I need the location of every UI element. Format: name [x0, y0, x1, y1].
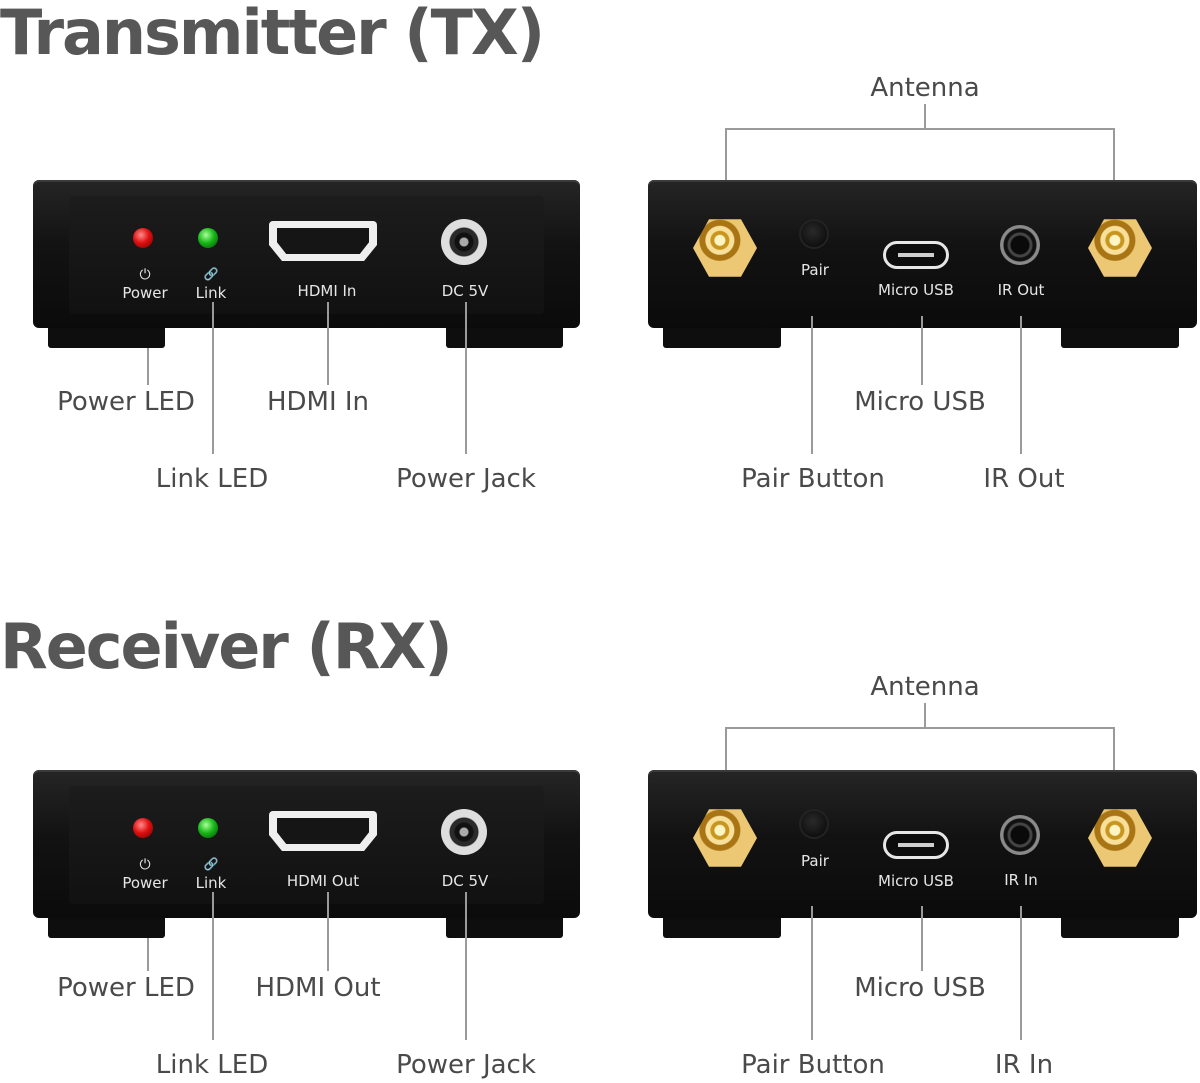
receiver-title: Receiver (RX)	[0, 610, 453, 683]
tx-power-led	[133, 228, 153, 248]
tx-back-foot-left	[663, 328, 781, 348]
rx-dc-jack	[441, 809, 487, 855]
rx-micro-usb-port	[883, 831, 949, 859]
rx-link-led-leader	[212, 892, 214, 1040]
rx-power-led-leader	[147, 938, 149, 971]
rx-power-icon: ⏻	[139, 857, 151, 873]
rx-ir-label: IR In	[1004, 871, 1038, 889]
rx-ir-callout: IR In	[994, 1050, 1054, 1080]
tx-link-led	[198, 228, 218, 248]
rx-antenna-left	[693, 809, 757, 867]
rx-power-jack-callout: Power Jack	[396, 1050, 536, 1080]
rx-ir-leader	[1020, 906, 1022, 1040]
rx-link-led-callout: Link LED	[155, 1050, 269, 1080]
tx-power-label: Power	[122, 284, 168, 302]
rx-power-jack-leader	[465, 892, 467, 1040]
tx-ir-jack	[1000, 225, 1040, 265]
rx-dc-label: DC 5V	[441, 872, 489, 890]
rx-hdmi-callout: HDMI Out	[255, 973, 381, 1003]
rx-antenna-leader-left	[725, 727, 727, 793]
rx-ir-jack	[1000, 815, 1040, 855]
tx-micro-usb-port	[883, 241, 949, 269]
tx-micro-usb-callout: Micro USB	[854, 387, 986, 417]
tx-antenna-leader-stem	[924, 104, 926, 130]
rx-antenna-leader-stem	[924, 703, 926, 729]
tx-antenna-leader-right	[1113, 128, 1115, 200]
rx-front-foot-left	[48, 918, 165, 938]
tx-ir-callout: IR Out	[983, 464, 1065, 494]
rx-pair-button-leader	[811, 906, 813, 1040]
rx-link-icon: 🔗	[203, 857, 219, 871]
tx-hdmi-leader	[327, 302, 329, 385]
rx-pair-button-callout: Pair Button	[741, 1050, 885, 1080]
tx-antenna-leader-left	[725, 128, 727, 200]
rx-hdmi-leader	[327, 892, 329, 971]
tx-back-foot-right	[1061, 328, 1179, 348]
rx-back-foot-left	[663, 918, 781, 938]
tx-power-icon: ⏻	[139, 267, 151, 283]
tx-dc-label: DC 5V	[441, 282, 489, 300]
tx-link-led-callout: Link LED	[155, 464, 269, 494]
tx-power-led-leader	[147, 348, 149, 385]
rx-power-led	[133, 818, 153, 838]
tx-link-icon: 🔗	[203, 267, 219, 281]
tx-usb-label: Micro USB	[878, 281, 954, 299]
tx-pair-button	[801, 221, 827, 247]
rx-front-foot-right	[446, 918, 563, 938]
tx-pair-button-callout: Pair Button	[741, 464, 885, 494]
tx-antenna-leader-bar	[725, 128, 1115, 130]
tx-hdmi-port	[269, 221, 377, 261]
tx-front-foot-left	[48, 328, 165, 348]
tx-antenna-callout: Antenna	[870, 73, 980, 103]
tx-link-led-leader	[212, 302, 214, 454]
tx-micro-usb-leader	[921, 316, 923, 385]
rx-front-panel: ⏻ Power 🔗 Link HDMI Out DC 5V	[33, 770, 580, 938]
tx-power-jack-callout: Power Jack	[396, 464, 536, 494]
rx-micro-usb-leader	[921, 906, 923, 971]
tx-back-panel: Pair Micro USB IR Out	[648, 180, 1197, 348]
rx-usb-label: Micro USB	[878, 872, 954, 890]
tx-antenna-left	[693, 219, 757, 277]
rx-antenna-leader-right	[1113, 727, 1115, 793]
rx-power-label: Power	[122, 874, 168, 892]
rx-antenna-callout: Antenna	[870, 672, 980, 702]
rx-link-led	[198, 818, 218, 838]
tx-ir-leader	[1020, 316, 1022, 454]
rx-link-label: Link	[195, 874, 227, 892]
tx-power-jack-leader	[465, 302, 467, 454]
tx-ir-label: IR Out	[997, 281, 1045, 299]
transmitter-title: Transmitter (TX)	[0, 0, 545, 69]
rx-micro-usb-callout: Micro USB	[854, 973, 986, 1003]
rx-antenna-leader-bar	[725, 727, 1115, 729]
rx-hdmi-label: HDMI Out	[286, 872, 360, 890]
tx-front-panel: ⏻ Power 🔗 Link HDMI In DC 5V	[33, 180, 580, 348]
tx-link-label: Link	[195, 284, 227, 302]
rx-pair-label: Pair	[801, 852, 829, 870]
rx-back-panel: Pair Micro USB IR In	[648, 770, 1197, 938]
tx-pair-button-leader	[811, 316, 813, 454]
tx-pair-label: Pair	[801, 261, 829, 279]
rx-hdmi-port	[269, 811, 377, 851]
rx-pair-button	[801, 811, 827, 837]
tx-power-led-callout: Power LED	[57, 387, 195, 417]
tx-hdmi-callout: HDMI In	[266, 387, 370, 417]
tx-hdmi-label: HDMI In	[297, 282, 357, 300]
tx-front-foot-right	[446, 328, 563, 348]
tx-dc-jack	[441, 219, 487, 265]
rx-back-foot-right	[1061, 918, 1179, 938]
rx-power-led-callout: Power LED	[57, 973, 195, 1003]
